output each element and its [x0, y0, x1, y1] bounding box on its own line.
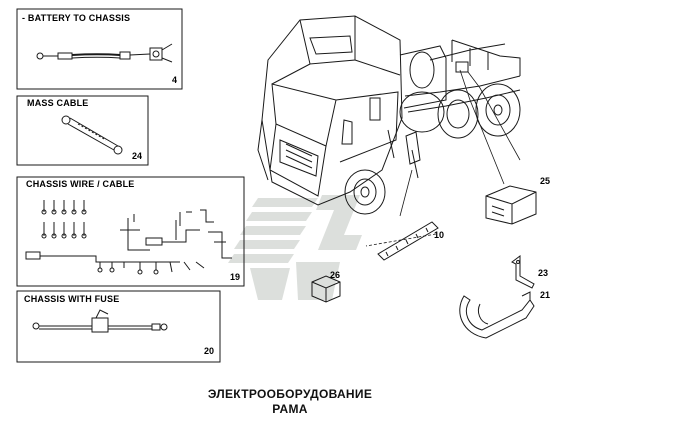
- panel-number: 19: [230, 272, 240, 282]
- panel-frame: [16, 8, 183, 90]
- panel-label: - BATTERY TO CHASSIS: [22, 13, 130, 23]
- panel-mass-cable[interactable]: MASS CABLE 24: [16, 95, 149, 166]
- wiring-harness-drawing: [25, 200, 232, 275]
- panel-label: CHASSIS WIRE / CABLE: [26, 179, 135, 189]
- mass-cable-drawing: [61, 115, 123, 155]
- part-strap-bracket: [459, 291, 535, 339]
- truck-illustration: [257, 15, 521, 215]
- panel-frame: [16, 290, 221, 363]
- battery-cable-drawing: [36, 43, 173, 63]
- watermark-logo: [228, 195, 362, 300]
- part-relay-box: [485, 185, 537, 225]
- part-bracket-strip: [377, 221, 439, 261]
- panel-frame: [16, 95, 149, 166]
- callout-number: 25: [540, 176, 550, 186]
- part-bracket-small: [511, 255, 535, 289]
- panel-label: CHASSIS WITH FUSE: [24, 294, 119, 304]
- page-subtitle: РАМА: [272, 402, 308, 416]
- callout-number: 23: [538, 268, 548, 278]
- page-title: ЭЛЕКТРООБОРУДОВАНИЕ: [207, 387, 373, 401]
- panel-battery-to-chassis[interactable]: - BATTERY TO CHASSIS 4: [16, 8, 183, 90]
- leader-lines: [365, 69, 521, 247]
- callout-number: 21: [540, 290, 550, 300]
- panel-frame: [16, 176, 245, 287]
- panel-label: MASS CABLE: [27, 98, 89, 108]
- panel-chassis-wire-cable[interactable]: CHASSIS WIRE / CABLE 19: [16, 176, 245, 287]
- callout-number: 10: [434, 230, 444, 240]
- panel-chassis-with-fuse[interactable]: CHASSIS WITH FUSE 20: [16, 290, 221, 363]
- panel-number: 4: [172, 75, 177, 85]
- fuse-cable-drawing: [32, 309, 168, 333]
- callout-number: 26: [330, 270, 340, 280]
- panel-number: 20: [204, 346, 214, 356]
- panel-number: 24: [132, 151, 142, 161]
- part-connector: [311, 275, 341, 303]
